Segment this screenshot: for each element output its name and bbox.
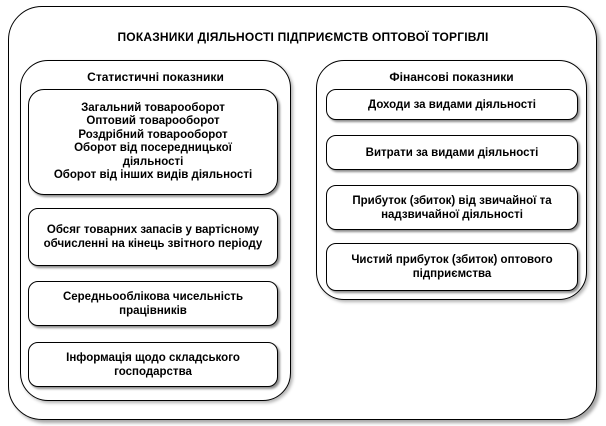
financial-item-expenses: Витрати за видами діяльності — [326, 135, 578, 170]
turnover-item: Оптовий товарооборот — [86, 115, 220, 127]
turnover-item: Оборот від інших видів діяльності — [53, 169, 253, 181]
turnover-item: Оборот від посередницької діяльності — [74, 142, 232, 168]
headcount-box: Середньооблікова чисельність працівників — [28, 281, 278, 326]
financial-item-profit: Прибуток (збиток) від звичайної та надзв… — [326, 185, 578, 230]
financial-panel-title: Фінансові показники — [389, 70, 514, 84]
statistical-panel-title: Статистичні показники — [87, 70, 224, 84]
inventory-box: Обсяг товарних запасів у вартісному обчи… — [28, 208, 278, 266]
turnover-item: Загальний товарооборот — [81, 101, 225, 114]
turnover-item: Роздрібний товарооборот — [78, 128, 228, 141]
financial-item-net-profit: Чистий прибуток (збиток) оптового підпри… — [326, 243, 578, 291]
diagram-title: ПОКАЗНИКИ ДІЯЛЬНОСТІ ПІДПРИЄМСТВ ОПТОВОЇ… — [117, 30, 489, 44]
warehouse-box: Інформація щодо складського господарства — [28, 342, 278, 387]
financial-item-income: Доходи за видами діяльності — [326, 89, 578, 120]
turnover-list-box: Загальний товарооборот Оптовий товарообо… — [28, 89, 278, 195]
